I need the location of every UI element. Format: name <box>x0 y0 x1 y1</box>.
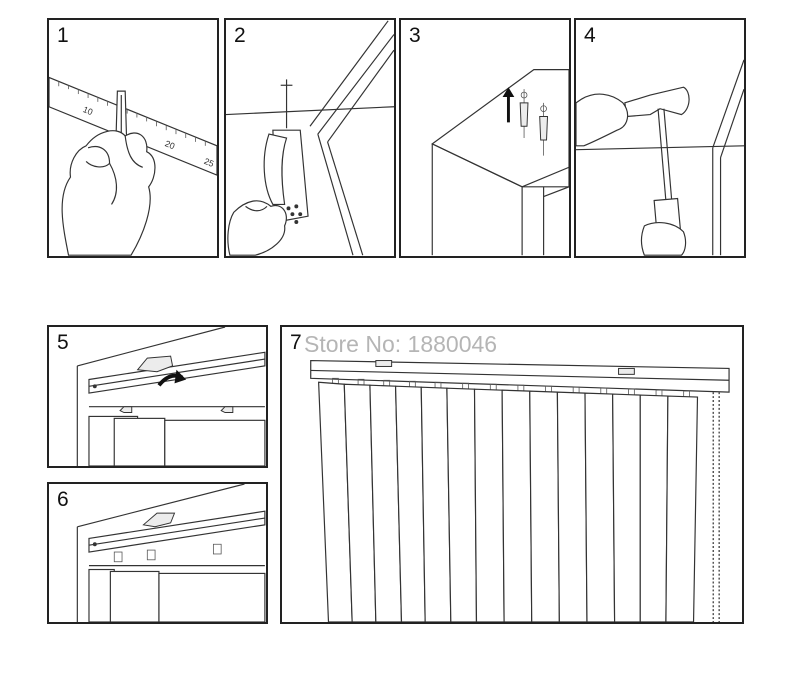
vane-hanging-illustration <box>76 484 266 622</box>
step-7-panel: 7 Store No: 1880046 <box>280 325 744 624</box>
step-3-panel: 3 <box>399 18 571 258</box>
step-4-number: 4 <box>584 24 596 47</box>
ruler-pencil-illustration: 10 20 25 <box>49 76 217 256</box>
step-4-panel: 4 <box>574 18 746 258</box>
step-6-panel: 6 <box>47 482 268 624</box>
step-6-number: 6 <box>57 488 69 511</box>
step-2-number: 2 <box>234 24 246 47</box>
headrail-clip-illustration <box>76 327 266 466</box>
wall-anchors-illustration <box>431 69 569 256</box>
step-2-panel: 2 <box>224 18 396 258</box>
step-5-number: 5 <box>57 331 69 354</box>
ruler-label-10: 10 <box>81 104 94 117</box>
step-3-number: 3 <box>409 24 421 47</box>
step-7-number: 7 <box>290 331 302 354</box>
screwdriver-illustration <box>576 59 744 256</box>
drill-illustration <box>226 20 394 256</box>
ruler-label-25: 25 <box>203 156 216 169</box>
step-5-panel: 5 <box>47 325 268 468</box>
vertical-blinds-illustration <box>310 359 730 622</box>
step-1-number: 1 <box>57 24 69 47</box>
step-1-panel: 1 10 20 25 <box>47 18 219 258</box>
ruler-label-20: 20 <box>164 138 177 151</box>
store-watermark: Store No: 1880046 <box>304 331 498 357</box>
